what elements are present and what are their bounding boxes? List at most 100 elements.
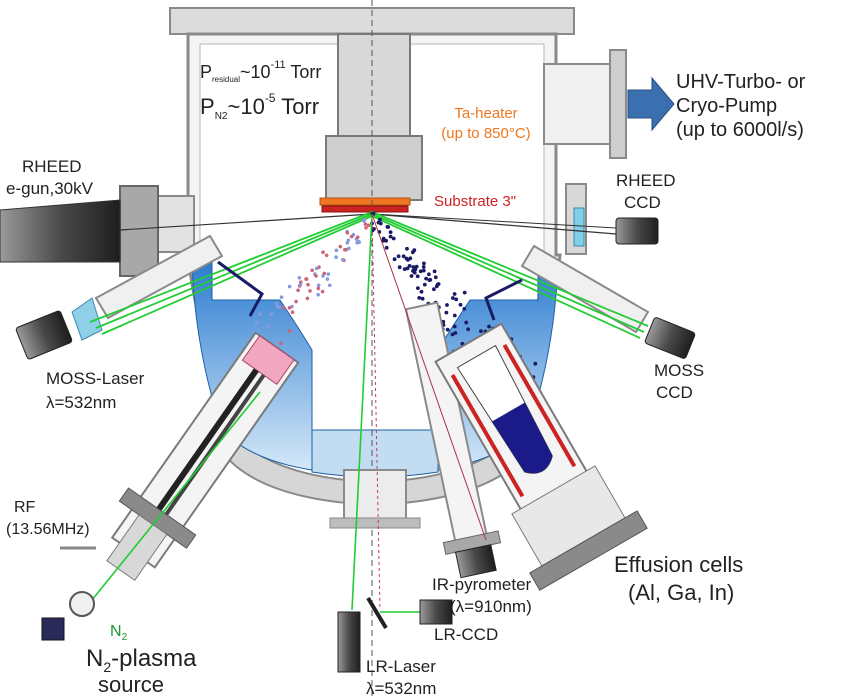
moss-laser-label-1: MOSS-Laser (46, 369, 145, 388)
beam-particle (412, 248, 417, 253)
moss-laser-assembly (15, 234, 224, 360)
pump-label-1: UHV-Turbo- or (676, 71, 806, 93)
beam-particle (378, 217, 382, 222)
beam-particle (453, 331, 458, 335)
beam-particle (452, 313, 457, 318)
bottom-port-flange (329, 517, 421, 529)
shutter-left (217, 260, 264, 317)
beam-particle (349, 234, 354, 239)
beam-particle (258, 312, 262, 316)
bottom-port (329, 469, 421, 529)
rheed-screen (573, 207, 585, 247)
beam-particle (279, 341, 283, 346)
beam-particle (341, 257, 345, 262)
beam-particle (287, 306, 292, 310)
lr-reflected-beam (371, 213, 381, 611)
beam-particle (388, 230, 393, 235)
rheed-ccd-camera (615, 217, 659, 245)
beam-particle (287, 284, 292, 289)
beam-particle (346, 238, 351, 243)
beam-particle (396, 254, 401, 259)
effusion-cell-flange (529, 510, 648, 591)
beam-particle (279, 295, 284, 300)
rheed-gun-label-2: e-gun,30kV (6, 179, 94, 198)
beam-particle (401, 254, 406, 259)
beam-particle (297, 276, 302, 280)
effusion-heater-left (450, 374, 525, 498)
moss-ccd-camera (644, 317, 696, 359)
beam-particle (416, 286, 420, 290)
beam-particle (296, 288, 300, 293)
beam-particle (366, 223, 371, 228)
lr-ccd-label: LR-CCD (434, 625, 498, 644)
lr-laser-label-1: LR-Laser (366, 657, 436, 676)
beam-particle (322, 271, 327, 276)
beam-particle (363, 222, 368, 226)
beam-particle (418, 269, 423, 274)
beam-particle (282, 306, 286, 310)
beam-particle (408, 256, 413, 261)
beam-particle (454, 297, 459, 302)
beam-particle (427, 278, 432, 282)
rheed-screen-port (565, 183, 587, 255)
beam-particle (316, 292, 321, 297)
beam-particle (402, 267, 407, 271)
beam-particle (328, 283, 332, 288)
rheed-beam-2 (371, 213, 617, 229)
beam-particle (274, 301, 279, 306)
beam-particle (316, 283, 321, 288)
beam-particle (277, 305, 282, 310)
n2-gas-line (91, 391, 261, 601)
beam-particle (316, 286, 321, 291)
moss-laser-optic (71, 297, 103, 341)
beam-particle (314, 274, 318, 278)
beam-particle (269, 312, 274, 316)
beam-particle (407, 264, 412, 268)
beam-particle (324, 253, 329, 258)
effusion-label-2: (Al, Ga, In) (628, 580, 734, 605)
beam-particle (444, 310, 449, 315)
n2-valve-icon (69, 591, 95, 617)
beam-particle (338, 244, 343, 249)
substrate-label: Substrate 3" (434, 193, 516, 210)
substrate-manipulator (319, 33, 423, 213)
beam-particle (254, 321, 259, 325)
beam-particle (424, 276, 428, 281)
substrate-bar (321, 205, 409, 213)
beam-particle (462, 307, 467, 311)
beam-particle (462, 290, 467, 295)
plasma-source-cup (241, 334, 295, 386)
rheed-gun-label-1: RHEED (22, 157, 82, 176)
beam-particle (466, 327, 470, 332)
beam-particle (334, 255, 338, 259)
beam-particle (451, 296, 455, 300)
beam-particle (378, 221, 383, 226)
labels: Presidual~10-11 Torr PN2~10-5 Torr Ta-he… (6, 59, 806, 696)
manipulator-lower (325, 135, 423, 201)
ir-pyrometer-assembly (404, 301, 502, 579)
beam-particle (364, 226, 368, 230)
beam-particle (421, 265, 426, 269)
beam-particle (388, 234, 393, 239)
effusion-heater-right (502, 344, 577, 468)
beam-particle (266, 324, 271, 328)
beam-particle (320, 289, 325, 294)
beam-particle (414, 264, 419, 269)
beam-particle (314, 266, 319, 271)
lr-ccd-camera (419, 599, 453, 625)
n2-gauge-icon (41, 617, 65, 641)
beam-particle (298, 282, 303, 287)
beam-particle (362, 217, 367, 222)
beam-particle (308, 289, 312, 293)
beam-particle (384, 245, 389, 250)
beam-particle (419, 289, 424, 294)
shutter-right (484, 278, 523, 321)
moss-laser-beams (89, 211, 649, 339)
beam-particle (422, 261, 426, 266)
pump-flange (609, 49, 627, 159)
beam-particle (306, 282, 310, 287)
lr-laser-body (337, 611, 361, 673)
beam-particle (321, 250, 325, 254)
moss-ccd-tube (520, 244, 650, 334)
